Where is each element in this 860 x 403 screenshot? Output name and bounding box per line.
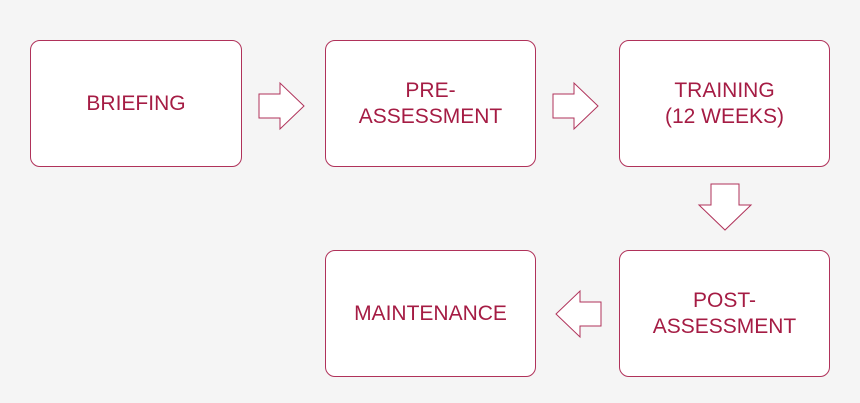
step-briefing-label: BRIEFING — [86, 91, 186, 115]
step-briefing: BRIEFING — [30, 40, 242, 167]
step-training: TRAINING (12 WEEKS) — [619, 40, 830, 167]
arrow-right-icon — [258, 81, 305, 131]
step-training-label: TRAINING (12 WEEKS) — [664, 78, 785, 128]
arrow-down-icon — [697, 183, 753, 231]
step-post-assessment: POST- ASSESSMENT — [619, 250, 830, 377]
arrow-right-icon — [552, 81, 599, 131]
step-maintenance-label: MAINTENANCE — [354, 301, 507, 325]
step-maintenance: MAINTENANCE — [325, 250, 536, 377]
step-pre-assessment-label: PRE- ASSESSMENT — [358, 78, 503, 128]
step-post-assessment-label: POST- ASSESSMENT — [652, 288, 797, 338]
arrow-left-icon — [555, 289, 602, 339]
step-pre-assessment: PRE- ASSESSMENT — [325, 40, 536, 167]
